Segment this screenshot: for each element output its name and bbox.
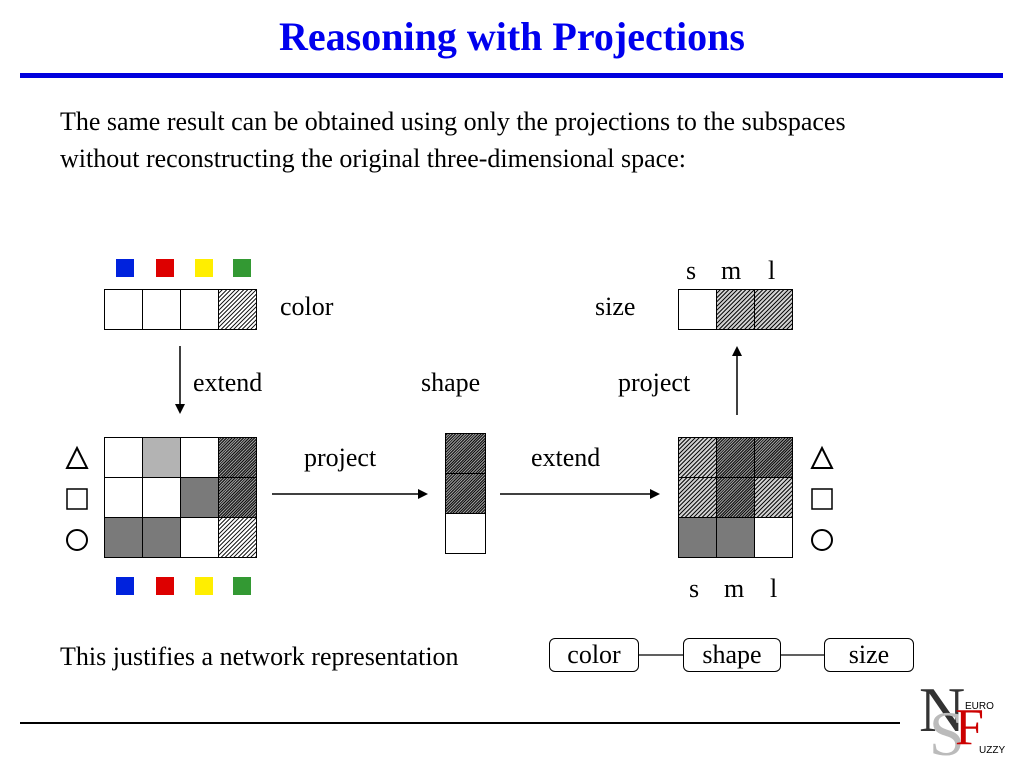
shape-size-joint-table: [678, 437, 793, 558]
color-shape-cell: [143, 518, 181, 558]
circle-icon: [811, 529, 833, 551]
color-shape-cell: [181, 438, 219, 478]
color-shape-cell: [181, 518, 219, 558]
logo-letter-f: F: [955, 699, 984, 756]
logo-letter-s: S: [929, 698, 965, 769]
conclusion-text: This justifies a network representation: [60, 642, 459, 671]
bottom-rule: [20, 722, 900, 724]
color-shape-cell: [105, 438, 143, 478]
project-label-middle: project: [304, 443, 377, 472]
logo-text-euro: EURO: [965, 701, 994, 712]
size-projection-cell: [717, 290, 755, 330]
green-swatch: [233, 259, 251, 277]
shape-projection-cell: [446, 434, 486, 474]
shape-size-cell: [679, 518, 717, 558]
color-label: color: [280, 292, 334, 321]
size-tick-s-bottom: s: [689, 574, 700, 603]
size-tick-m-top: m: [721, 256, 742, 285]
shape-size-cell: [755, 478, 793, 518]
extend-label-left: extend: [193, 368, 263, 397]
shape-size-cell: [717, 518, 755, 558]
red-swatch: [156, 577, 174, 595]
color-projection-cell: [143, 290, 181, 330]
project-arrow-right-icon: [272, 489, 428, 499]
shape-size-cell: [755, 438, 793, 478]
size-projection-cell: [679, 290, 717, 330]
extend-arrow-down-icon: [175, 346, 185, 414]
size-projection-cell: [755, 290, 793, 330]
color-shape-cell: [219, 518, 257, 558]
project-arrow-up-icon: [732, 346, 742, 415]
shape-projection-cell: [446, 474, 486, 514]
shape-projection-cell: [446, 514, 486, 554]
red-swatch: [156, 259, 174, 277]
color-shape-joint-table: [104, 437, 257, 558]
shape-size-cell: [717, 478, 755, 518]
color-shape-cell: [105, 518, 143, 558]
title-underline: [20, 73, 1003, 78]
blue-swatch: [116, 259, 134, 277]
size-tick-s-top: s: [686, 256, 697, 285]
nsf-logo: N S F EURO UZZY: [915, 674, 1010, 766]
logo-text-uzzy: UZZY: [979, 745, 1006, 756]
color-projection-cell: [219, 290, 257, 330]
size-tick-l-top: l: [768, 256, 776, 285]
shape-size-cell: [679, 438, 717, 478]
triangle-icon: [810, 445, 834, 469]
project-label-right: project: [618, 368, 691, 397]
square-icon: [66, 488, 88, 510]
color-shape-cell: [219, 478, 257, 518]
network-node-size: size: [824, 638, 914, 672]
color-shape-cell: [143, 478, 181, 518]
color-projection-table: [104, 289, 257, 330]
network-edge-shape-size: [781, 654, 824, 656]
logo-letter-n: N: [919, 674, 966, 745]
color-projection-cell: [105, 290, 143, 330]
yellow-swatch: [195, 577, 213, 595]
circle-icon: [66, 529, 88, 551]
green-swatch: [233, 577, 251, 595]
shape-label: shape: [421, 368, 481, 397]
extend-arrow-right-icon: [500, 489, 660, 499]
color-shape-cell: [181, 478, 219, 518]
color-projection-cell: [181, 290, 219, 330]
size-tick-m-bottom: m: [724, 574, 745, 603]
intro-paragraph: The same result can be obtained using on…: [60, 107, 846, 173]
shape-projection-table: [445, 433, 486, 554]
color-shape-cell: [219, 438, 257, 478]
square-icon: [811, 488, 833, 510]
blue-swatch: [116, 577, 134, 595]
slide-title: Reasoning with Projections: [279, 14, 745, 59]
size-projection-table: [678, 289, 793, 330]
triangle-icon: [65, 445, 89, 469]
size-label: size: [595, 292, 636, 321]
shape-size-cell: [717, 438, 755, 478]
size-tick-l-bottom: l: [770, 574, 778, 603]
extend-label-middle: extend: [531, 443, 601, 472]
color-shape-cell: [105, 478, 143, 518]
network-node-color: color: [549, 638, 639, 672]
shape-size-cell: [755, 518, 793, 558]
shape-size-cell: [679, 478, 717, 518]
network-node-shape: shape: [683, 638, 781, 672]
color-shape-cell: [143, 438, 181, 478]
network-edge-color-shape: [639, 654, 683, 656]
yellow-swatch: [195, 259, 213, 277]
